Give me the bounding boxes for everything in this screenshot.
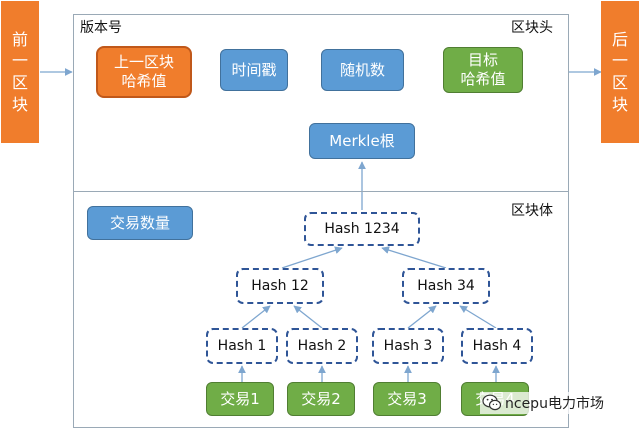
hash-4-node: Hash 4 (461, 328, 533, 364)
next-block: 后 一 区 块 (601, 1, 639, 143)
hash-3-node: Hash 3 (372, 328, 444, 364)
prev-block: 前 一 区 块 (1, 1, 39, 143)
arrow-h2-h12 (293, 305, 323, 329)
target-hash-box: 目标 哈希值 (443, 47, 523, 93)
block-body-label: 区块体 (511, 203, 553, 219)
hash-1-node: Hash 1 (206, 328, 278, 364)
hash-12-node: Hash 12 (236, 268, 324, 304)
transaction-3: 交易3 (373, 382, 441, 416)
version-label: 版本号 (80, 20, 122, 36)
next-block-char: 一 (611, 51, 628, 71)
arrow-h12-h1234 (281, 246, 343, 269)
hash-1234-node: Hash 1234 (304, 212, 420, 246)
arrow-h4-h34 (459, 305, 497, 329)
hash-34-node: Hash 34 (402, 268, 490, 304)
nonce-box: 随机数 (321, 49, 404, 91)
block-body-frame (73, 191, 569, 428)
prev-block-char: 区 (11, 73, 28, 92)
transaction-1: 交易1 (206, 382, 274, 416)
transaction-2: 交易2 (287, 382, 355, 416)
arrow-h1-h12 (241, 305, 271, 329)
wechat-icon (482, 394, 502, 412)
prev-block-char: 前 (11, 29, 28, 49)
prev-block-hash-box: 上一区块 哈希值 (96, 46, 192, 98)
tx-count-box: 交易数量 (87, 206, 193, 240)
next-block-char: 后 (611, 29, 628, 49)
timestamp-box: 时间戳 (220, 49, 288, 91)
arrow-h34-h1234 (381, 246, 447, 269)
arrow-h3-h34 (407, 305, 437, 329)
block-header-label: 区块头 (511, 20, 553, 36)
prev-block-char: 一 (11, 51, 28, 71)
next-block-char: 区 (611, 73, 628, 92)
watermark-text: ncepu电力市场 (505, 396, 604, 412)
hash-2-node: Hash 2 (286, 328, 358, 364)
watermark: ncepu电力市场 (480, 392, 606, 414)
block-header-frame (73, 14, 569, 192)
merkle-root-box: Merkle根 (309, 123, 415, 159)
next-block-char: 块 (611, 94, 628, 114)
prev-block-char: 块 (11, 94, 28, 114)
